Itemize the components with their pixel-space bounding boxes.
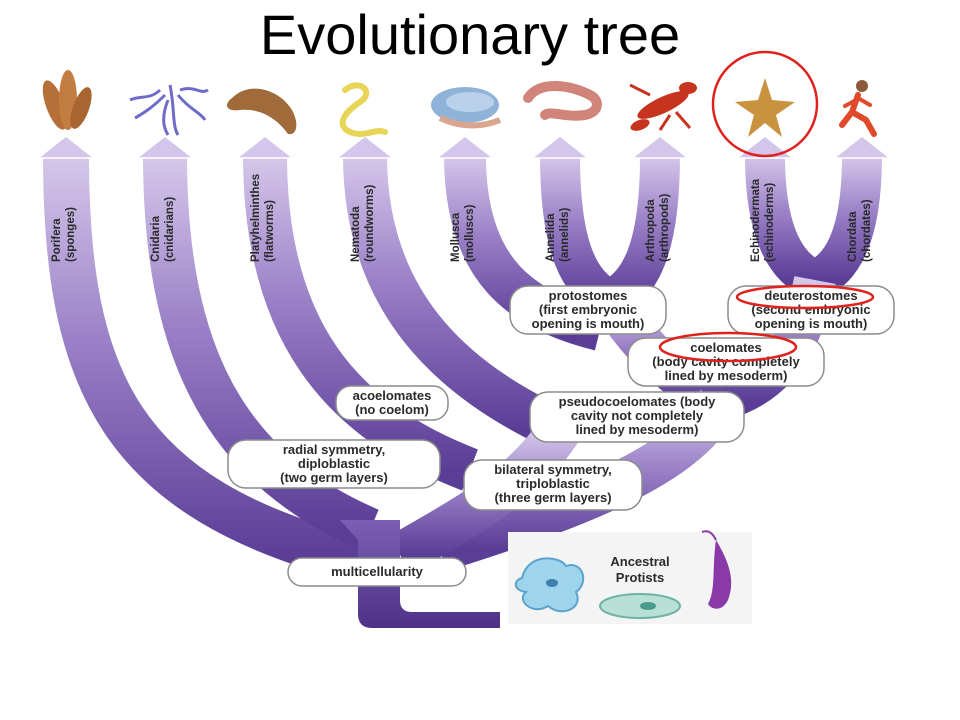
amoeba-icon (514, 557, 585, 613)
lobster-icon (629, 82, 697, 131)
arrow-mollusca (434, 135, 496, 159)
branch-nematoda (343, 154, 570, 451)
arrow-chordata (831, 135, 893, 159)
highlight-annotations (658, 50, 875, 363)
starfish-icon (735, 78, 795, 137)
phylum-cnidaria: Cnidaria(cnidarians) (150, 197, 176, 262)
animal-icons (42, 70, 877, 137)
arrow-arthropoda (629, 135, 691, 159)
label-radial-symmetry: radial symmetry,diploblastic(two germ la… (227, 439, 441, 489)
phylum-annelida: Annelida(annelids) (545, 208, 571, 262)
snail-icon (431, 87, 502, 129)
phylum-echinodermata: Echinodermata(echinoderms) (750, 178, 776, 262)
svg-text:radial symmetry,diploblastic(t: radial symmetry,diploblastic(two germ la… (280, 442, 388, 485)
highlight-circle-starfish (711, 50, 819, 158)
phylum-platyhelminthes: Platyhelminthes(flatworms) (250, 174, 276, 262)
sponge-icon (42, 70, 92, 130)
phylum-mollusca: Mollusca(molluscs) (450, 204, 476, 262)
arrow-platyhelminthes (234, 135, 296, 159)
highlight-ellipse-deuterostomes (735, 284, 875, 310)
highlight-ellipse-coelomates (658, 331, 798, 363)
page-title: Evolutionary tree (259, 3, 681, 66)
branch-chordata (806, 154, 882, 299)
paramecium-icon (599, 593, 681, 619)
arrow-annelida (529, 135, 591, 159)
phylum-arthropoda: Arthropoda(arthropods) (645, 193, 671, 262)
label-acoelomates: acoelomates(no coelom) (335, 385, 449, 421)
arrow-cnidaria (134, 135, 196, 159)
roundworm-icon (339, 82, 388, 137)
branch-arrows (35, 135, 893, 159)
label-multicellularity: multicellularity (287, 557, 467, 587)
label-bilateral-symmetry: bilateral symmetry,triploblastic(three g… (463, 459, 643, 511)
branch-cnidaria (143, 154, 379, 551)
phylum-nematoda: Nematoda(roundworms) (350, 185, 376, 262)
flatworm-icon (226, 88, 297, 135)
arrow-nematoda (334, 135, 396, 159)
phylum-porifera: Porifera(sponges) (51, 207, 77, 262)
svg-text:acoelomates(no coelom): acoelomates(no coelom) (353, 388, 432, 417)
trunk (340, 520, 500, 628)
jellyfish-icon (129, 84, 209, 136)
runner-icon (839, 80, 877, 137)
svg-text:multicellularity: multicellularity (331, 564, 424, 579)
euglena-icon (701, 530, 732, 609)
svg-text:bilateral symmetry,triploblast: bilateral symmetry,triploblastic(three g… (494, 462, 612, 505)
phylum-chordata: Chordata(chordates) (847, 199, 873, 262)
phylum-labels: Porifera(sponges) Cnidaria(cnidarians) P… (51, 174, 873, 262)
branch-echinodermata (745, 154, 824, 299)
earthworm-icon (523, 81, 602, 121)
arrow-echinodermata (734, 135, 796, 159)
branch-porifera (43, 154, 366, 583)
arrow-porifera (35, 135, 97, 159)
